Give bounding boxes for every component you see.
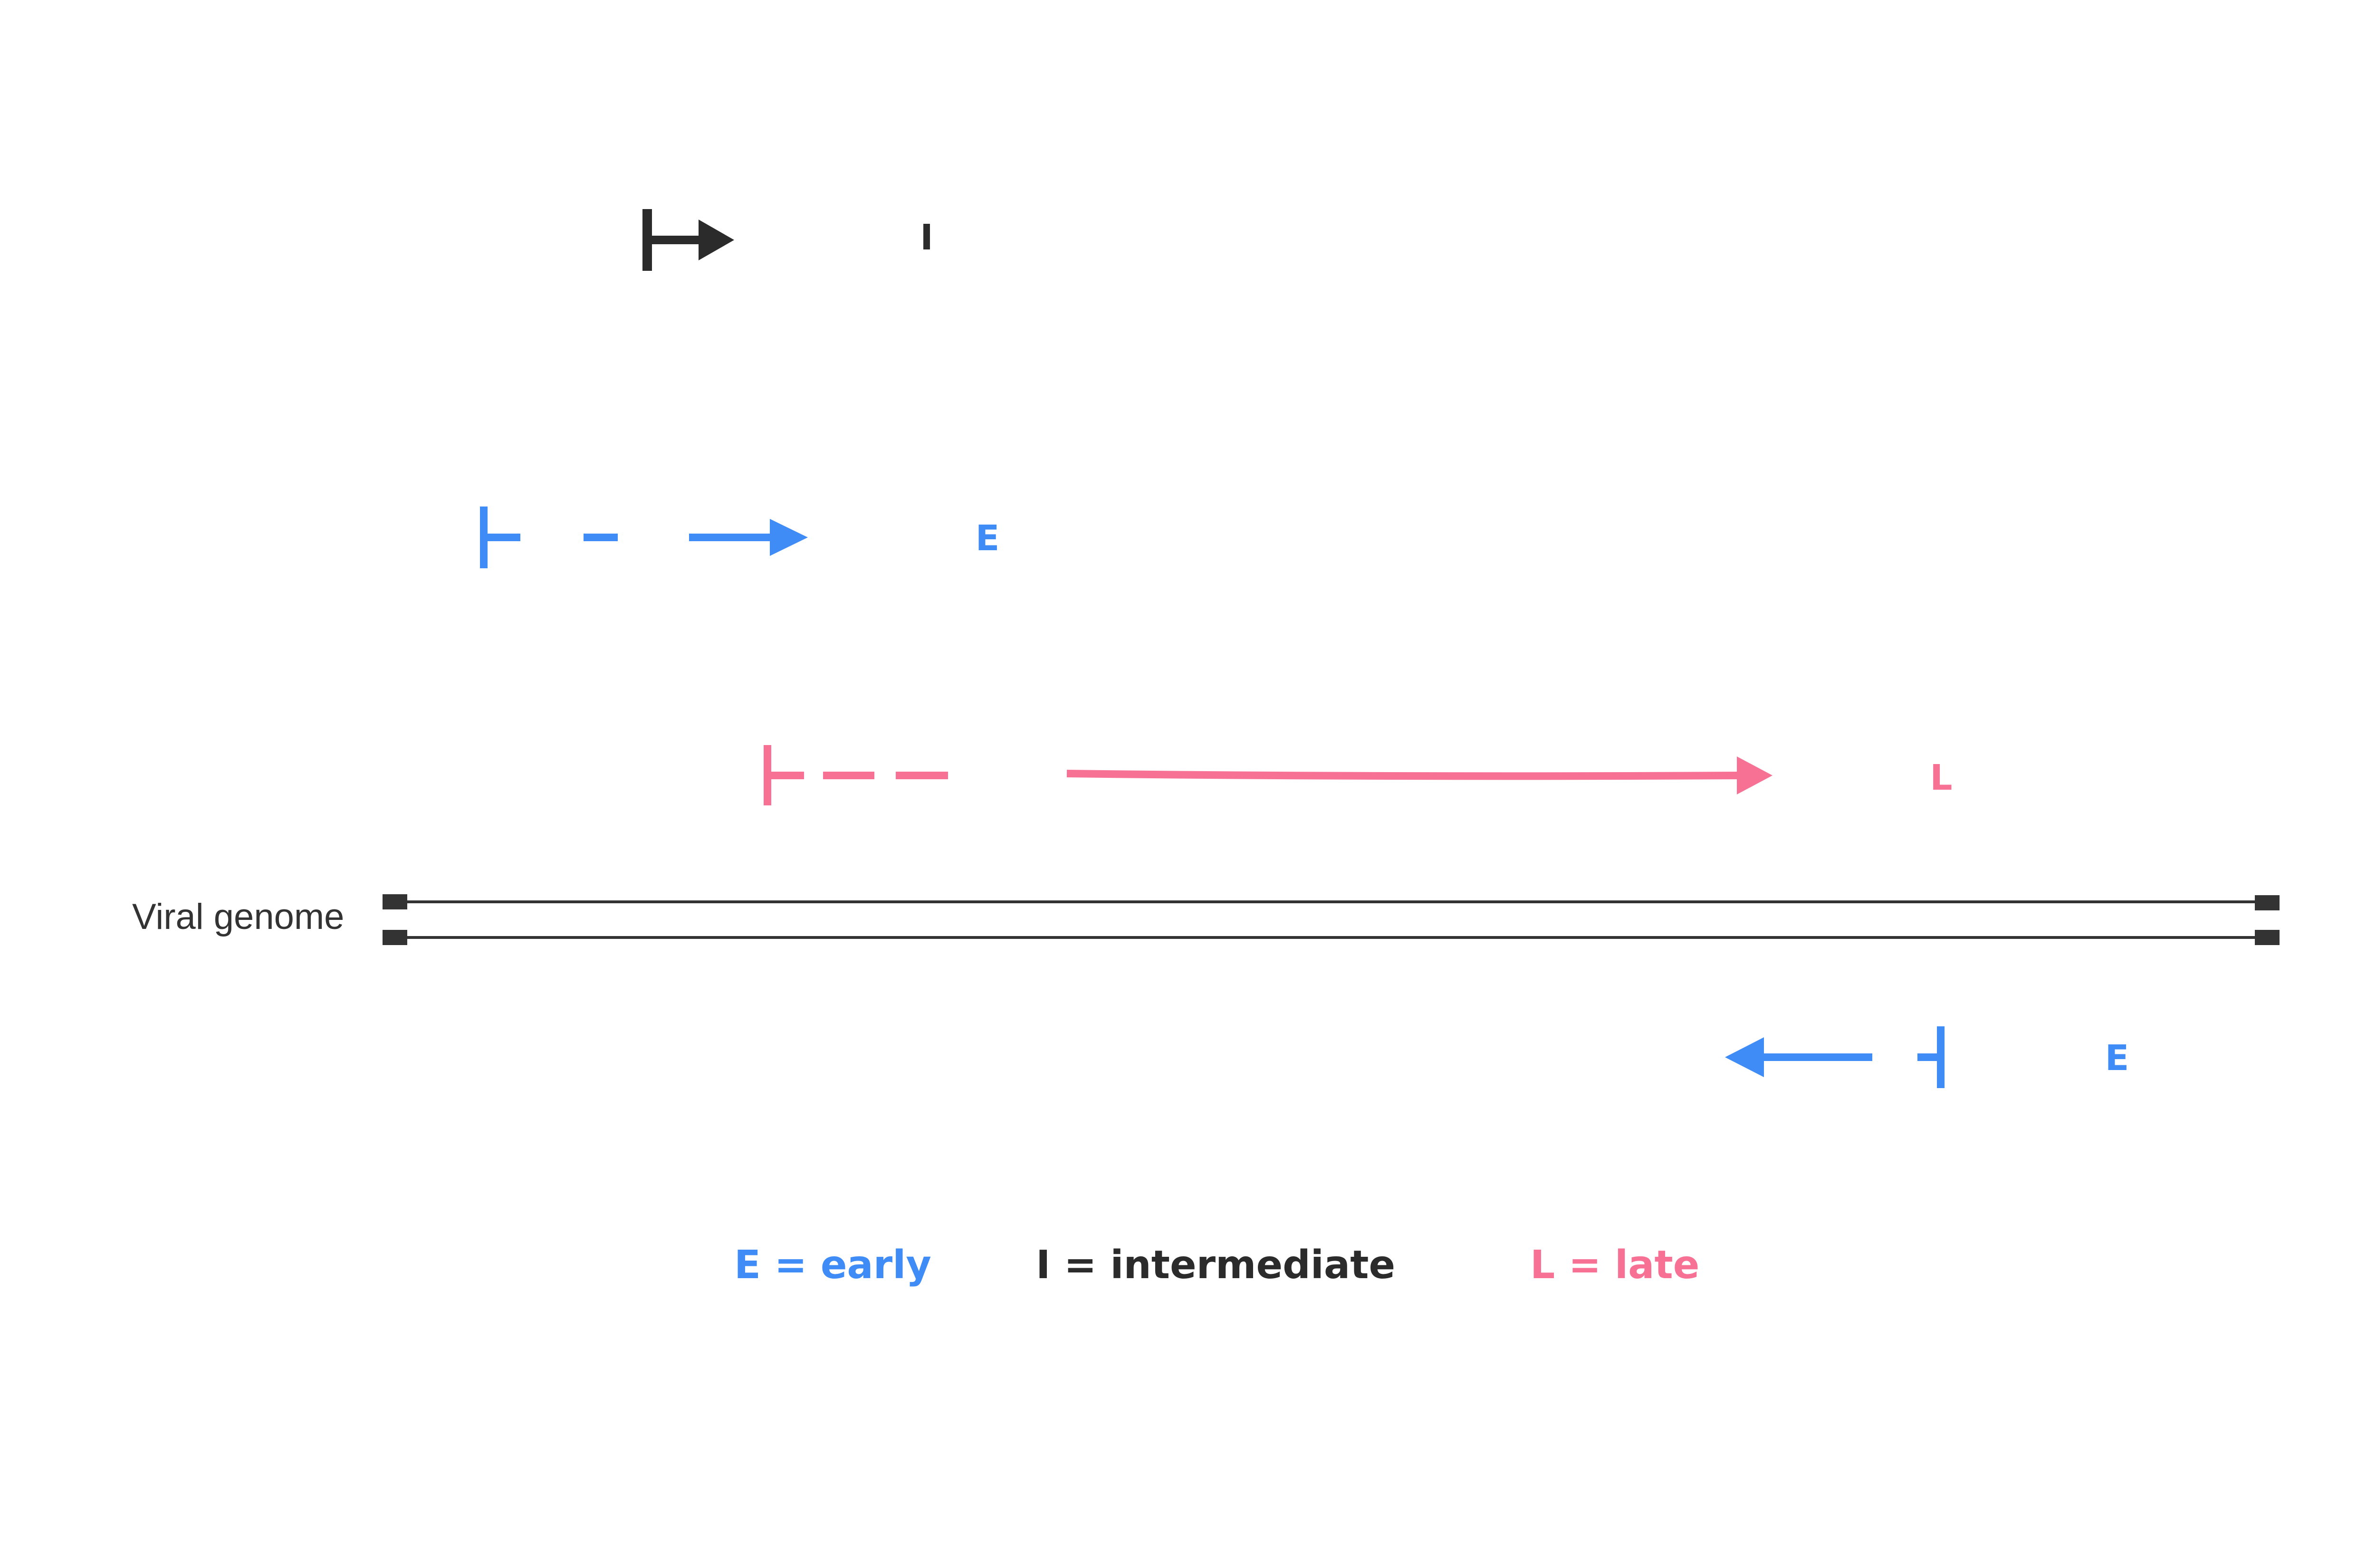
transcript-shaft (1066, 770, 1742, 780)
gene-label-early-2: E (2105, 1038, 2129, 1079)
gene-late: L (764, 745, 1953, 805)
genome-label: Viral genome (132, 897, 344, 937)
transcript-arrowhead (1737, 756, 1772, 794)
gene-intermediate: I (642, 209, 933, 271)
transcript-arrowhead (1725, 1037, 1764, 1077)
genome-end-cap (2255, 895, 2280, 910)
legend: E = early I = intermediate L = late (734, 1243, 1699, 1288)
gene-label-late: L (1930, 757, 1952, 798)
genome-end-cap (2255, 930, 2280, 945)
gene-label-intermediate: I (920, 217, 933, 258)
gene-early-2: E (1725, 1026, 2129, 1088)
legend-early: E = early (734, 1243, 931, 1288)
gene-label-early-1: E (976, 518, 1000, 559)
legend-intermediate: I = intermediate (1036, 1243, 1395, 1288)
legend-late: L = late (1530, 1243, 1699, 1288)
transcript-arrowhead (699, 220, 734, 260)
genome-end-cap (383, 894, 407, 909)
viral-genome: Viral genome (132, 894, 2280, 945)
gene-early-1: E (480, 507, 1000, 568)
genome-end-cap (383, 930, 407, 945)
transcript-arrowhead (770, 519, 808, 556)
